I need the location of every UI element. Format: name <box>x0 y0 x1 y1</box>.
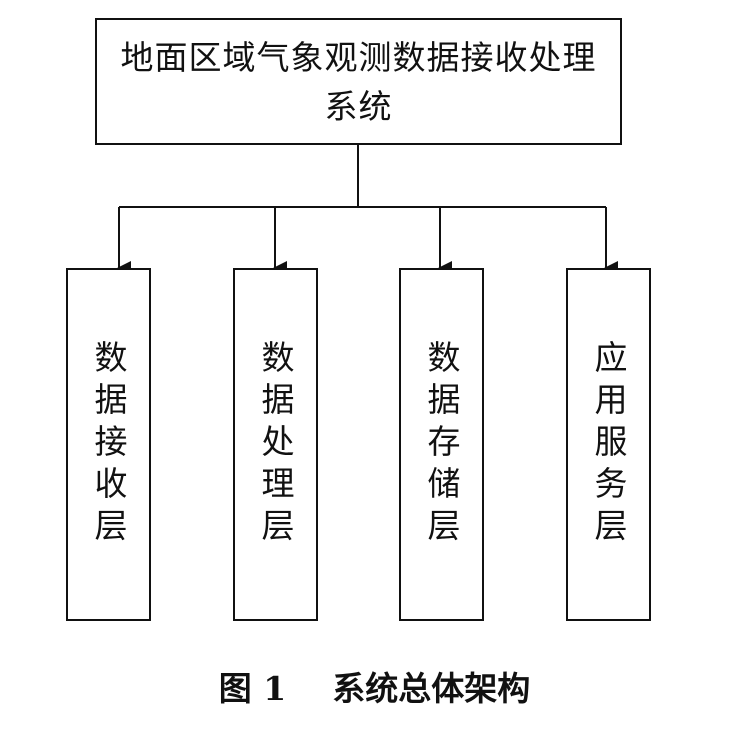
layer-label-receive: 数据接收层 <box>89 339 128 550</box>
system-root-title: 地面区域气象观测数据接收处理系统 <box>120 37 597 126</box>
layer-box-storage: 数据存储层 <box>399 268 484 621</box>
layer-label-process: 数据处理层 <box>256 339 295 550</box>
figure-title: 系统总体架构 <box>332 669 531 708</box>
system-root-box: 地面区域气象观测数据接收处理系统 <box>95 18 622 145</box>
figure-number: 图 1 <box>218 669 287 708</box>
layer-box-process: 数据处理层 <box>233 268 318 621</box>
figure-caption: 图 1 系统总体架构 <box>0 662 749 710</box>
layer-box-receive: 数据接收层 <box>66 268 151 621</box>
layer-label-storage: 数据存储层 <box>422 339 461 550</box>
layer-box-service: 应用服务层 <box>566 268 651 621</box>
layer-label-service: 应用服务层 <box>589 339 628 550</box>
